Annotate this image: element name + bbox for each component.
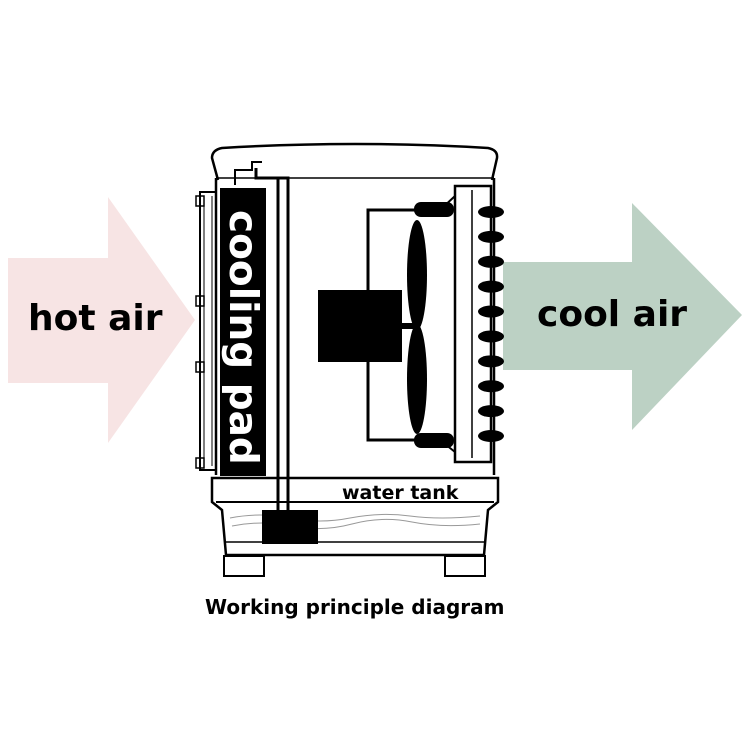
- cool-air-label: cool air: [537, 294, 687, 335]
- water-tank-label: water tank: [342, 482, 459, 504]
- fan-blade-lower: [407, 324, 427, 434]
- fan-motor: [318, 290, 402, 362]
- cool-air-arrow: cool air: [503, 203, 742, 430]
- hot-air-arrow-shape: [8, 197, 195, 443]
- fan-blade-upper: [407, 220, 427, 330]
- louver-slat: [478, 280, 504, 293]
- hot-air-label: hot air: [28, 298, 163, 339]
- outlet-grille-frame: [453, 184, 493, 464]
- cooler-housing: [195, 142, 499, 475]
- outlet-louvers: [478, 206, 504, 442]
- louver-slat: [478, 206, 504, 218]
- hot-air-arrow: hot air: [8, 197, 195, 443]
- fan-assembly: [318, 195, 456, 453]
- cooling-pad: cooling pad: [220, 188, 266, 476]
- cooling-pad-label: cooling pad: [220, 210, 265, 465]
- housing-top: [210, 142, 499, 181]
- water-pump: [262, 510, 318, 544]
- cool-air-arrow-shape: [503, 203, 742, 430]
- diagram-caption: Working principle diagram: [205, 595, 505, 619]
- louver-slat: [478, 330, 504, 343]
- water-tank: [210, 476, 500, 577]
- louver-slat: [478, 430, 504, 442]
- cooling-pad-block: [220, 188, 266, 476]
- louver-slat: [478, 305, 504, 318]
- foot-left: [223, 555, 265, 577]
- foot-right: [444, 555, 486, 577]
- louver-slat: [478, 355, 504, 368]
- fan-mount-top: [414, 202, 454, 217]
- intake-grille-frame: [199, 191, 217, 471]
- water-pipe: [254, 168, 290, 512]
- louver-slat: [478, 230, 504, 243]
- louver-slat: [478, 380, 504, 393]
- louver-slat: [478, 405, 504, 418]
- louver-slat: [478, 255, 504, 268]
